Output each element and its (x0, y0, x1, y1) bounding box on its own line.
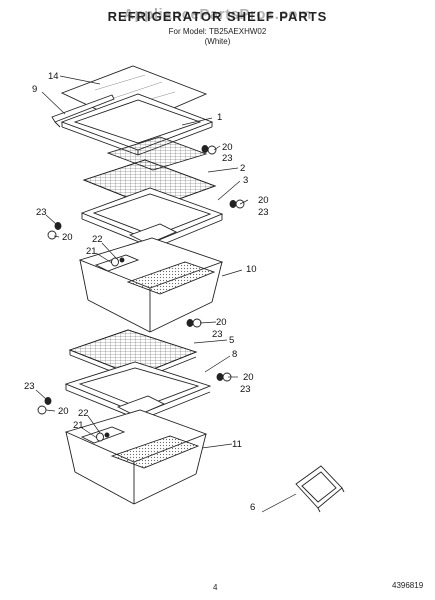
callout-23-b: 23 (258, 207, 269, 218)
document-number: 4396819 (392, 581, 424, 590)
callout-14: 14 (48, 71, 59, 82)
callout-1: 1 (217, 112, 222, 123)
callout-23-e: 23 (240, 384, 251, 395)
watermark: AppliancePartsPros.com (123, 6, 312, 23)
humidity-control-slide (295, 465, 345, 513)
callout-21-a: 21 (86, 246, 97, 257)
callout-9: 9 (32, 84, 37, 95)
shelf-front-trim (51, 94, 115, 128)
callout-20-a: 20 (222, 142, 233, 153)
callout-23-f: 23 (24, 381, 35, 392)
callout-3: 3 (243, 175, 248, 186)
callout-11: 11 (232, 439, 242, 450)
callout-6: 6 (250, 502, 255, 513)
callout-22-a: 22 (92, 234, 103, 245)
callout-5: 5 (229, 335, 234, 346)
callout-22-b: 22 (78, 408, 89, 419)
lower-crisper-drawer (64, 409, 208, 505)
callout-20-e: 20 (243, 372, 254, 383)
color-line: (White) (204, 37, 231, 46)
callout-20-c: 20 (62, 232, 73, 243)
callout-23-d: 23 (212, 329, 223, 340)
callout-20-d: 20 (216, 317, 227, 328)
model-line: For Model: TB25AEXHW02 (168, 27, 267, 36)
callout-2: 2 (240, 163, 245, 174)
callout-10: 10 (246, 264, 257, 275)
callout-23-c: 23 (36, 207, 47, 218)
leader-lines (35, 75, 297, 513)
callout-labels: 14 9 1 20 23 2 3 20 23 23 20 22 21 10 20… (24, 71, 269, 513)
callout-20-f: 20 (58, 406, 69, 417)
callout-20-b: 20 (258, 195, 269, 206)
page-number: 4 (213, 583, 218, 592)
callout-8: 8 (232, 349, 237, 360)
callout-21-b: 21 (73, 420, 84, 431)
page-title: REFRIGERATOR SHELF PARTS (107, 9, 328, 24)
callout-23-a: 23 (222, 153, 233, 164)
upper-crisper-drawer (78, 237, 224, 333)
